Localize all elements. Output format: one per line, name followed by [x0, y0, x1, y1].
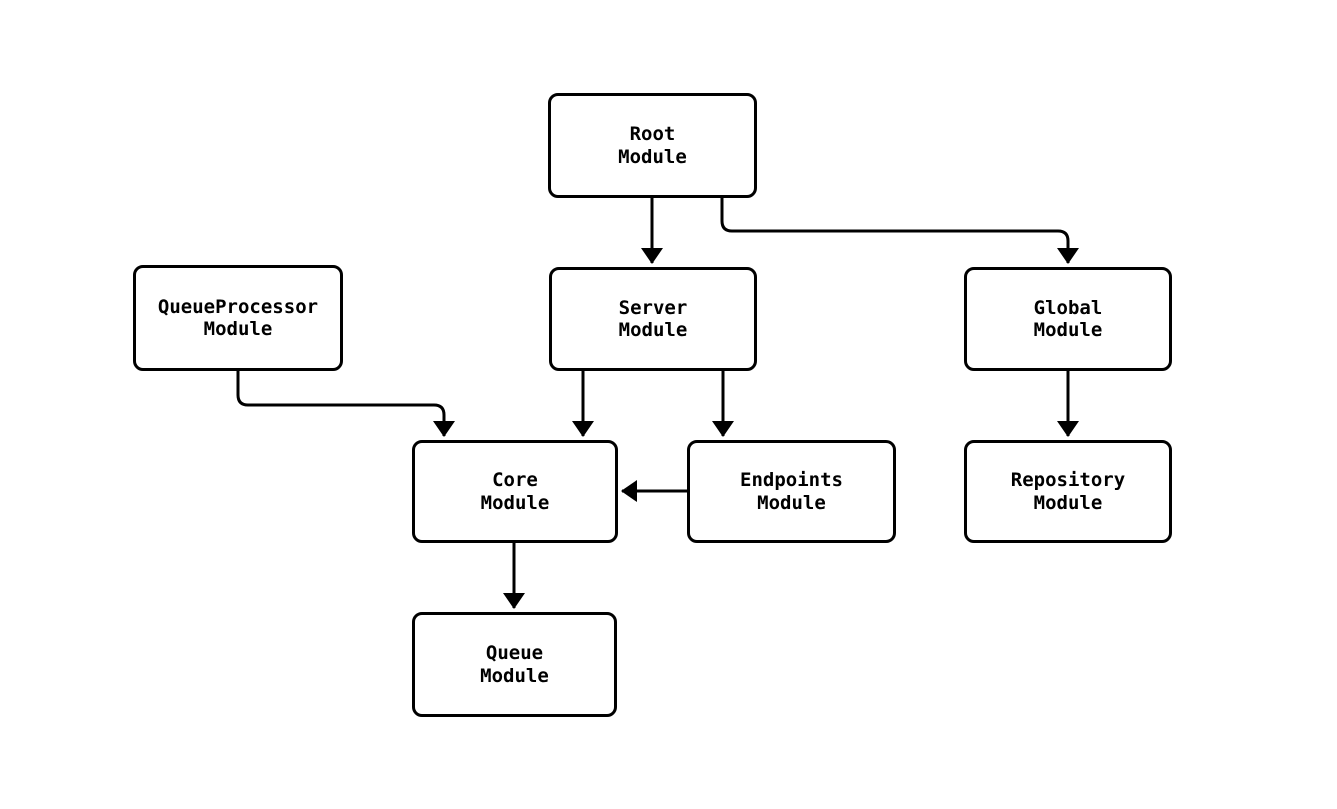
node-root-module-label: Root Module [618, 123, 687, 168]
node-global-module: Global Module [964, 267, 1172, 371]
node-repository-module: Repository Module [964, 440, 1172, 543]
node-global-module-label: Global Module [1033, 296, 1103, 342]
node-core-module: Core Module [412, 440, 618, 543]
node-repository-module-label: Repository Module [1010, 469, 1126, 514]
node-queueprocessor-module: QueueProcessor Module [133, 265, 343, 371]
edge-root-to-global [720, 198, 1079, 264]
node-queue-module: Queue Module [412, 612, 617, 717]
node-endpoints-module: Endpoints Module [687, 440, 896, 543]
node-endpoints-module-label: Endpoints Module [740, 469, 843, 514]
node-server-module: Server Module [549, 267, 757, 371]
node-queue-module-label: Queue Module [480, 642, 549, 687]
edge-queueprocessor-to-core [236, 371, 455, 437]
node-root-module: Root Module [548, 93, 757, 198]
node-core-module-label: Core Module [480, 469, 550, 514]
node-server-module-label: Server Module [618, 296, 688, 342]
node-queueprocessor-module-label: QueueProcessor Module [157, 295, 319, 341]
